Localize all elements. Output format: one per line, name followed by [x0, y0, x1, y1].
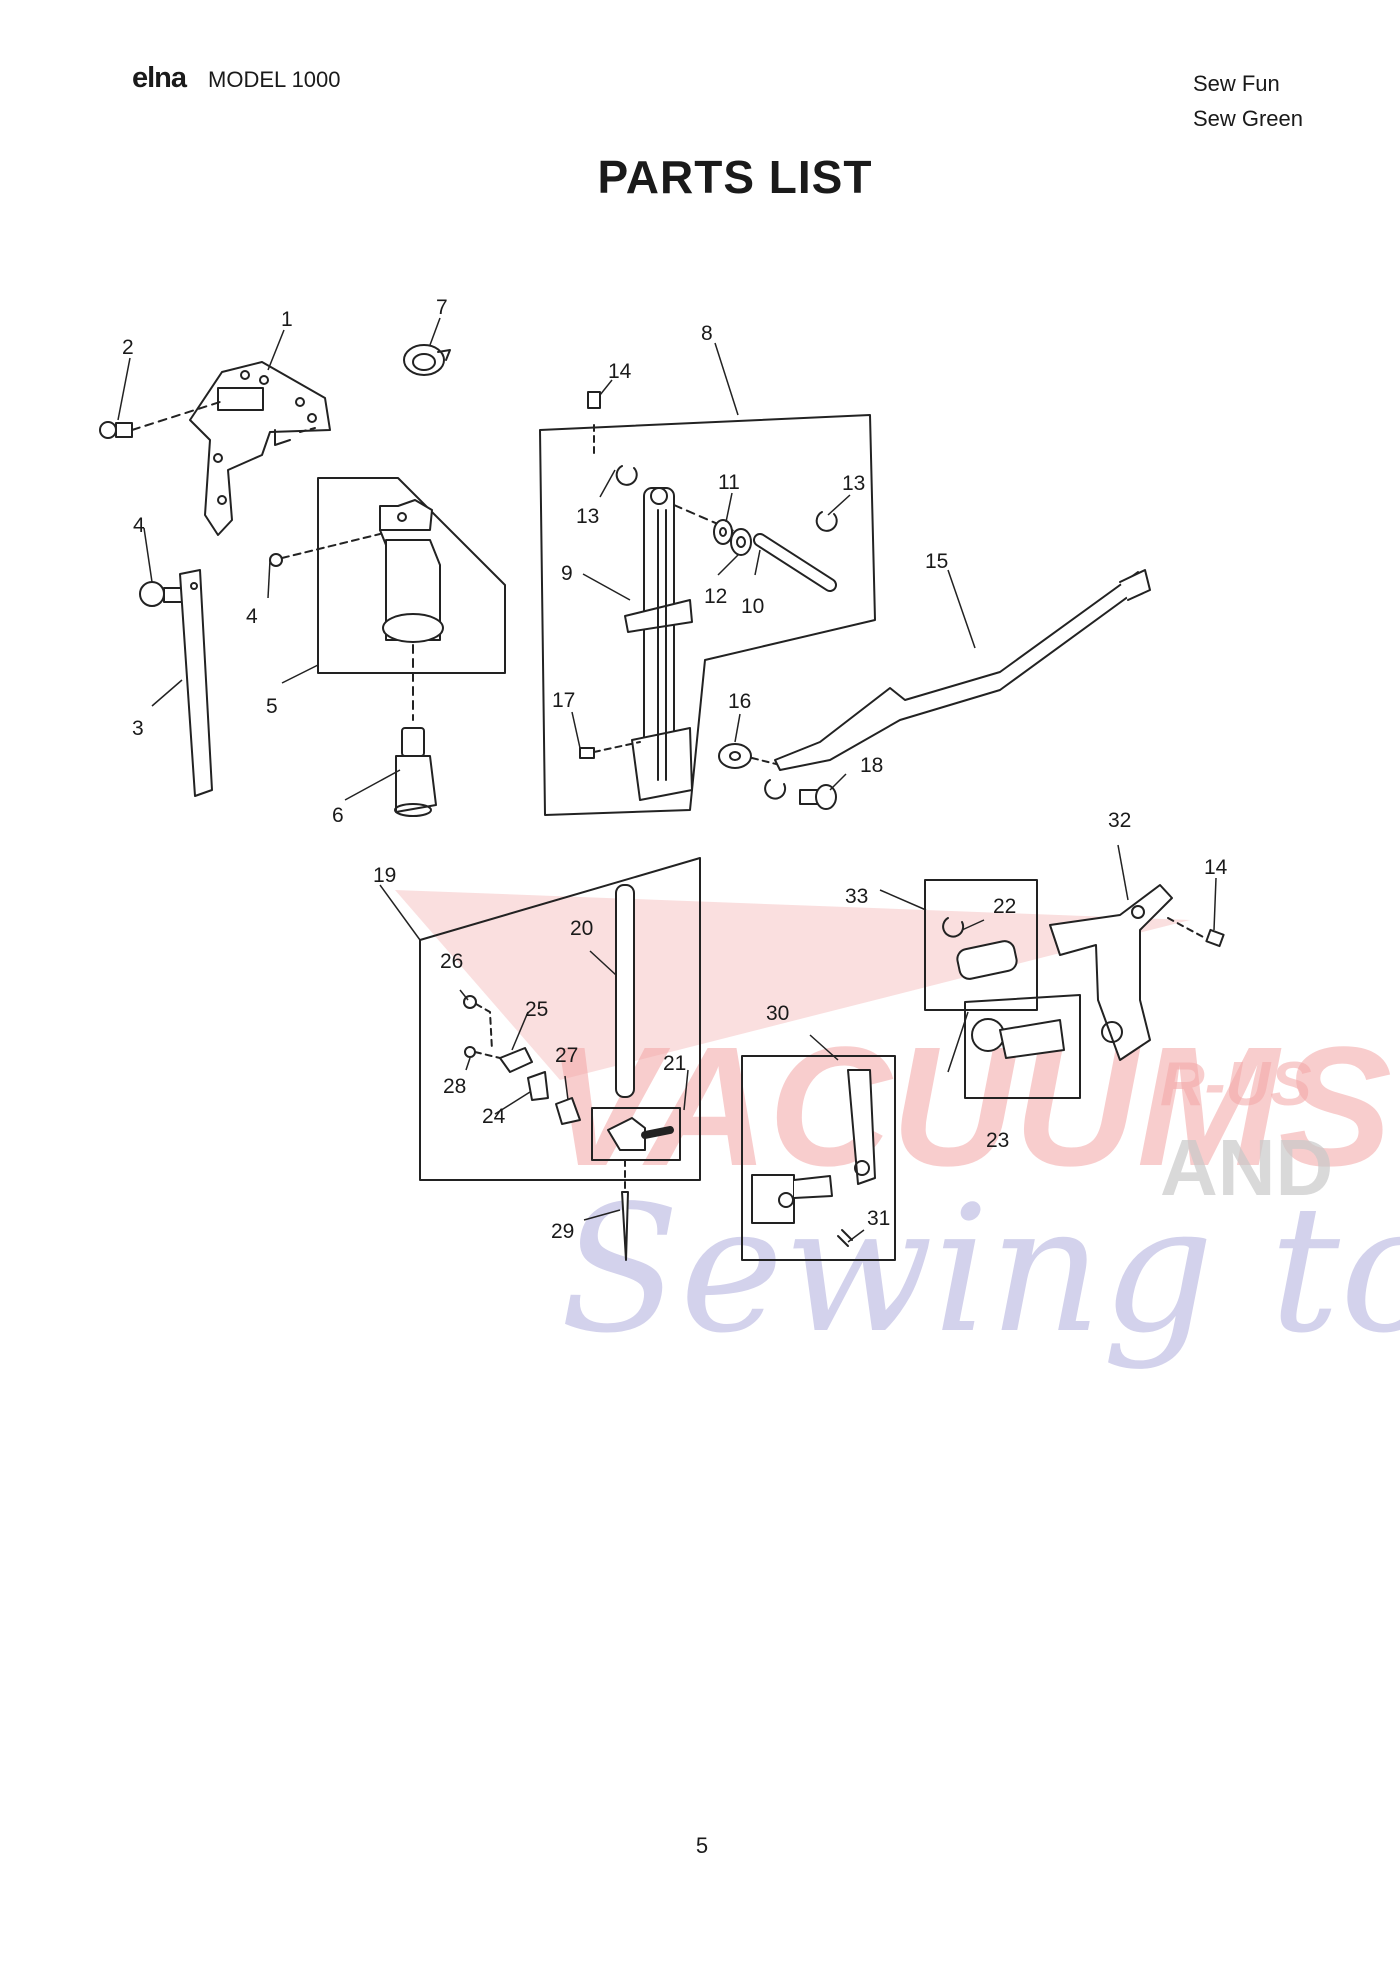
- callout-13a: 13: [576, 505, 599, 528]
- callout-17: 17: [552, 689, 575, 712]
- leader-lines: [117, 317, 1217, 1243]
- model-name: MODEL 1000: [208, 67, 341, 92]
- part-14b-setscrew: [1167, 917, 1225, 948]
- callout-3: 3: [132, 717, 144, 740]
- part-11-washer: [713, 519, 733, 545]
- callout-26: 26: [440, 950, 463, 973]
- callout-12: 12: [704, 585, 727, 608]
- part-26-screw: [463, 995, 493, 1051]
- part-27-clamp: [555, 1097, 581, 1125]
- part-8-group: [539, 414, 876, 816]
- callout-19: 19: [373, 864, 396, 887]
- callout-2: 2: [122, 336, 134, 359]
- callout-27: 27: [555, 1044, 578, 1067]
- part-23-group: [964, 994, 1081, 1099]
- part-18-screw: [799, 784, 837, 810]
- part-29-needle: [621, 1159, 629, 1261]
- callout-6: 6: [332, 804, 344, 827]
- callout-13b: 13: [842, 472, 865, 495]
- part-17-screw: [579, 741, 641, 759]
- part-20-needle-bar: [615, 884, 635, 1098]
- callout-31: 31: [867, 1207, 890, 1230]
- callout-21: 21: [663, 1052, 686, 1075]
- callout-29: 29: [551, 1220, 574, 1243]
- part-28-screw: [464, 1046, 501, 1059]
- callout-25: 25: [525, 998, 548, 1021]
- header-brand: elna MODEL 1000: [132, 62, 341, 95]
- brand-logo: elna: [132, 62, 187, 94]
- watermark-line4: Sewing too: [560, 1169, 1400, 1372]
- callout-10: 10: [741, 595, 764, 618]
- callout-20: 20: [570, 917, 593, 940]
- part-21-group: [591, 1107, 681, 1161]
- callout-15: 15: [925, 550, 948, 573]
- callout-32: 32: [1108, 809, 1131, 832]
- callout-16: 16: [728, 690, 751, 713]
- callout-5: 5: [266, 695, 278, 718]
- part-24-clamp: [527, 1071, 549, 1101]
- part-16-washer: [718, 743, 781, 769]
- callout-9: 9: [561, 562, 573, 585]
- part-32-lever: [1049, 884, 1173, 1061]
- part-33-group: [924, 879, 1038, 1011]
- callout-18: 18: [860, 754, 883, 777]
- part-5-group: [317, 477, 506, 721]
- watermark-line1: VACUUMS: [545, 1012, 1392, 1202]
- callout-1: 1: [281, 308, 293, 331]
- watermark-pennant-shape: [395, 890, 1190, 1080]
- part-3-arm: [139, 569, 213, 797]
- callout-24: 24: [482, 1105, 506, 1128]
- part-6-bobbin: [394, 727, 437, 817]
- variant-sew-fun: Sew Fun: [1192, 71, 1280, 96]
- watermark: VACUUMS R-US AND Sewing too: [395, 890, 1400, 1372]
- part-30-group: [741, 1055, 896, 1261]
- part-15-lever: [764, 569, 1151, 800]
- part-25-clamp: [499, 1047, 533, 1073]
- callout-4a: 4: [133, 514, 145, 537]
- page-title: PARTS LIST: [597, 151, 873, 203]
- part-12-washer: [730, 528, 752, 556]
- watermark-line3: AND: [1160, 1123, 1333, 1212]
- callout-11: 11: [718, 471, 740, 494]
- page-number: 5: [695, 1833, 709, 1858]
- callout-28: 28: [443, 1075, 466, 1098]
- callout-30: 30: [766, 1002, 789, 1025]
- part-19-group: [419, 857, 701, 1181]
- model-variants: Sew Fun Sew Green: [1193, 66, 1303, 136]
- callout-labels: 1 2 3 4 4 5 6 7 8 9 10 11 12 13 13 14 14…: [122, 296, 1228, 1243]
- callout-8: 8: [701, 322, 713, 345]
- part-7-clip: [403, 344, 451, 376]
- part-1-bracket: [189, 361, 331, 536]
- callout-14b: 14: [1204, 856, 1228, 879]
- part-4-screw: [269, 533, 381, 567]
- callout-23: 23: [986, 1129, 1009, 1152]
- variant-sew-green: Sew Green: [1192, 106, 1303, 131]
- callout-14a: 14: [608, 360, 632, 383]
- callout-33: 33: [845, 885, 868, 908]
- part-9-needle-frame: [624, 487, 693, 801]
- part-10-pin: [673, 504, 837, 592]
- callout-7: 7: [436, 296, 448, 319]
- watermark-line2: R-US: [1160, 1050, 1312, 1119]
- callout-4b: 4: [246, 605, 258, 628]
- part-2-screw: [99, 401, 221, 439]
- part-14-setscrew: [587, 391, 601, 456]
- callout-22: 22: [993, 895, 1016, 918]
- part-13-ering: [615, 465, 838, 532]
